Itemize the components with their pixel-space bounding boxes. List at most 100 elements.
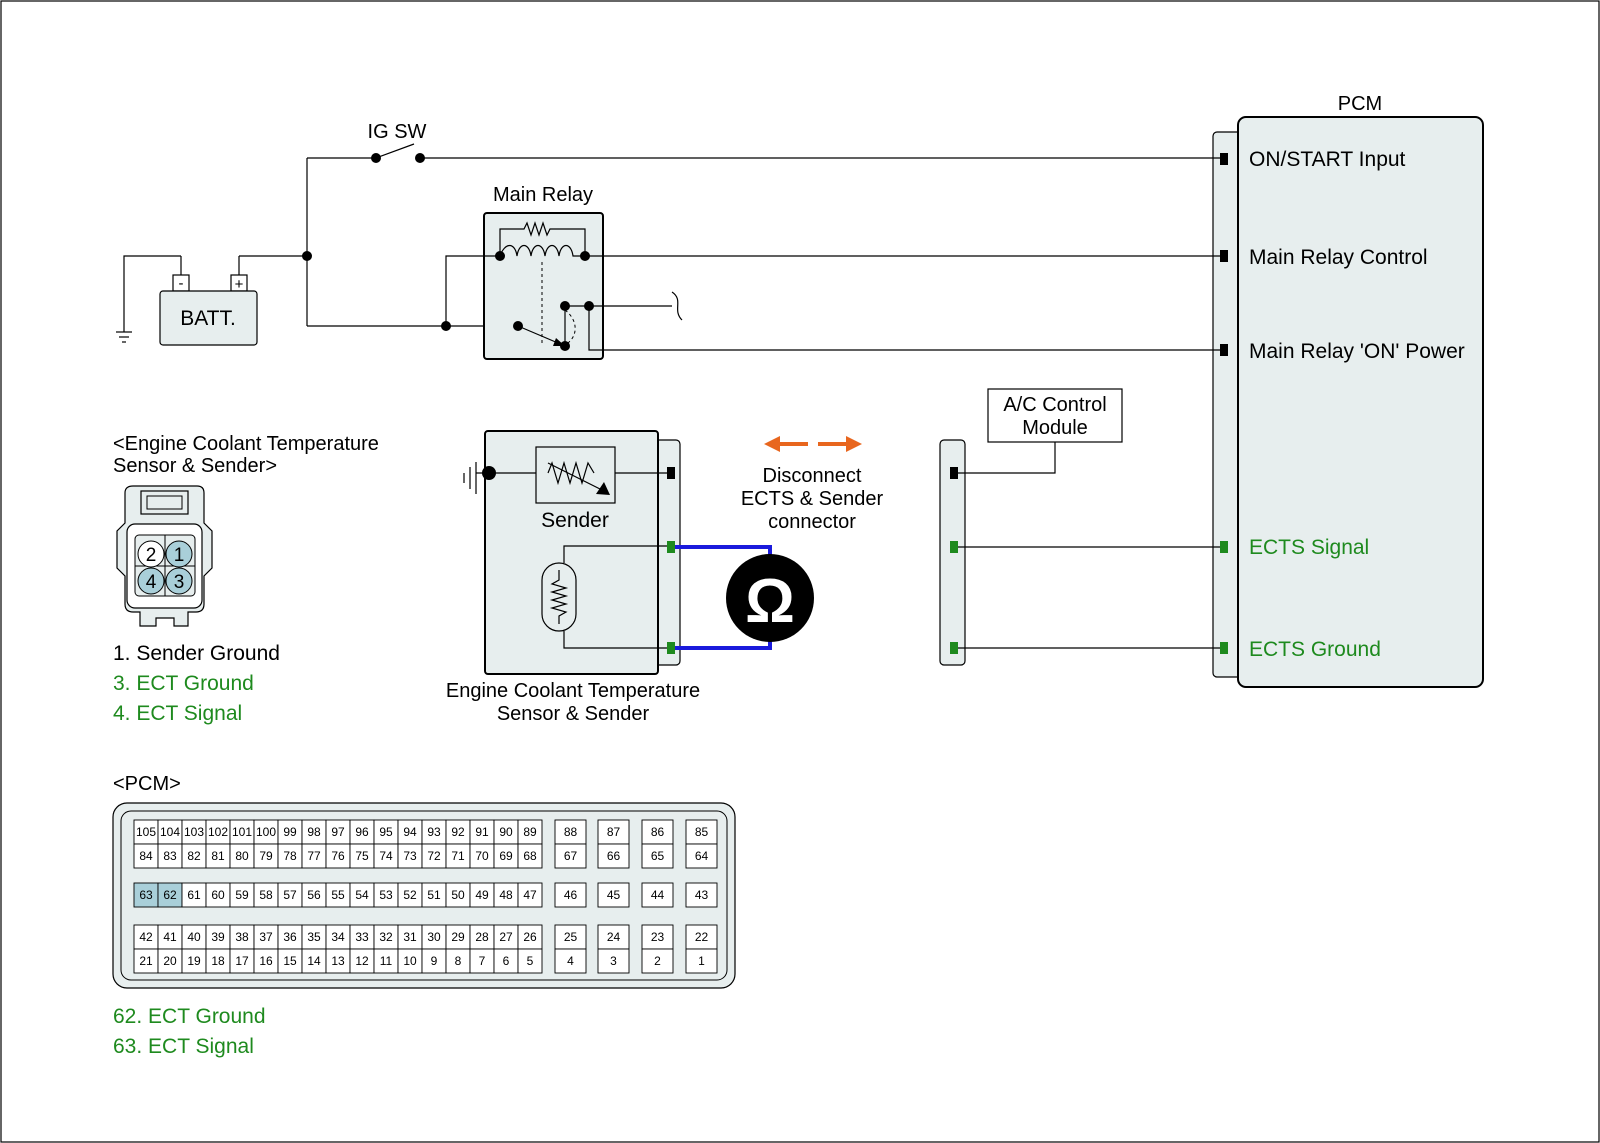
pcm-pin-cell — [493, 924, 519, 950]
pcm-pin-number: 28 — [475, 930, 489, 944]
pcm-pin-number: 60 — [211, 888, 225, 902]
pcm-pin-number: 64 — [695, 849, 709, 863]
pcm-pin-number: 86 — [651, 825, 665, 839]
pcm-pin-cell — [641, 924, 674, 950]
pcm-pin-cell — [597, 882, 630, 908]
pcm-pin-number: 9 — [431, 954, 438, 968]
ects-connector-view: <Engine Coolant Temperature Sensor & Sen… — [113, 433, 379, 725]
pcm-pin-number: 23 — [651, 930, 665, 944]
pcm-pin-cell — [493, 843, 519, 869]
pcm-pin-cell — [554, 819, 587, 845]
pcm-pin-number: 27 — [499, 930, 513, 944]
pcm-pin-number: 30 — [427, 930, 441, 944]
pcm-pin-cell — [229, 819, 255, 845]
pcm-pin-cell — [205, 843, 231, 869]
pcm-pin-cell — [253, 843, 279, 869]
pcm-pin-number: 38 — [235, 930, 249, 944]
pcm-label-main-relay-control: Main Relay Control — [1249, 246, 1428, 269]
pcm-pin-number: 62 — [163, 888, 177, 902]
pcm-pin-number: 49 — [475, 888, 489, 902]
pcm-pin-cell — [554, 843, 587, 869]
pcm-pin-cell — [229, 843, 255, 869]
battery — [159, 290, 258, 346]
ects-pin-signal — [667, 541, 675, 553]
pcm-pin-cell — [229, 882, 255, 908]
pcm-pin-number: 84 — [139, 849, 153, 863]
pcm-pin-number: 85 — [695, 825, 709, 839]
relay-coil-resistor — [499, 221, 586, 256]
pcm-pin-number: 50 — [451, 888, 465, 902]
pcm-pin-number: 103 — [184, 825, 204, 839]
pcm-pin-number: 52 — [403, 888, 417, 902]
pcm-pin-number: 25 — [564, 930, 578, 944]
pcm-pin-cell — [157, 882, 183, 908]
pcm-pin-main-relay-on-power — [1220, 344, 1228, 356]
pcm-pin-cell — [685, 882, 718, 908]
pcm-pin-number: 94 — [403, 825, 417, 839]
pcm-pin-cell — [554, 882, 587, 908]
pcm-pin-main-relay-control — [1220, 250, 1228, 262]
ac-module-label-line2: Module — [1022, 417, 1088, 439]
pcm-label-main-relay-on-power: Main Relay 'ON' Power — [1249, 340, 1465, 363]
pcm-pin-number: 74 — [379, 849, 393, 863]
pcm-pin-cell — [397, 882, 423, 908]
pcm-pin-on-start — [1220, 153, 1228, 165]
pcm-pin-cell — [349, 843, 375, 869]
pcm-module: PCM ON/START Input Main Relay Control Ma… — [1212, 93, 1484, 688]
pcm-pin-cell — [517, 843, 543, 869]
pcm-pin-cell — [277, 882, 303, 908]
pcm-pin-cell — [554, 924, 587, 950]
pcm-pin-number: 17 — [235, 954, 249, 968]
pcm-pin-number: 66 — [607, 849, 621, 863]
pcm-pin-cell — [301, 948, 327, 974]
pcm-pin-number: 45 — [607, 888, 621, 902]
power-circuit: - + BATT. IG SW Main Relay — [116, 121, 1220, 360]
pcm-pin-number: 71 — [451, 849, 465, 863]
pcm-pin-number: 39 — [211, 930, 225, 944]
pcm-legend-item: 62. ECT Ground — [113, 1005, 266, 1028]
pcm-pin-cell — [493, 948, 519, 974]
pcm-pin-number: 100 — [256, 825, 276, 839]
pcm-pin-number: 29 — [451, 930, 465, 944]
pcm-pin-number: 55 — [331, 888, 345, 902]
pcm-pin-ects-signal — [1220, 541, 1228, 553]
pcm-pin-cell — [301, 882, 327, 908]
ects-pin-ground — [667, 642, 675, 654]
pcm-pin-cell — [133, 948, 159, 974]
pcm-pin-number: 20 — [163, 954, 177, 968]
pcm-pin-number: 43 — [695, 888, 709, 902]
pcm-pin-number: 99 — [283, 825, 297, 839]
pcm-pin-number: 44 — [651, 888, 665, 902]
pcm-pin-number: 63 — [139, 888, 153, 902]
pcm-pin-number: 59 — [235, 888, 249, 902]
pcm-pin-number: 48 — [499, 888, 513, 902]
pcm-pin-cell — [301, 924, 327, 950]
pcm-pin-number: 18 — [211, 954, 225, 968]
pcm-pin-cell — [181, 882, 207, 908]
sender-label: Sender — [541, 509, 609, 532]
pcm-pin-cell — [685, 924, 718, 950]
pcm-pin-cell — [325, 948, 351, 974]
pcm-label-on-start: ON/START Input — [1249, 148, 1406, 171]
pcm-pin-number: 12 — [355, 954, 369, 968]
ac-control-module — [987, 388, 1123, 443]
pcm-pin-number: 33 — [355, 930, 369, 944]
pcm-pin-number: 34 — [331, 930, 345, 944]
pcm-pin-cell — [373, 924, 399, 950]
pcm-pin-cell — [181, 819, 207, 845]
battery-positive-label: + — [235, 276, 244, 293]
ig-switch-blade — [375, 143, 415, 159]
pcm-pin-cell — [421, 948, 447, 974]
pcm-pin-cell — [685, 819, 718, 845]
pcm-pin-cell — [157, 819, 183, 845]
pcm-pin-cell — [397, 948, 423, 974]
pcm-pin-cell — [445, 882, 471, 908]
pcm-pin-number: 105 — [136, 825, 156, 839]
pcm-pin-number: 67 — [564, 849, 578, 863]
pcm-pin-cell — [205, 948, 231, 974]
pcm-pin-number: 72 — [427, 849, 441, 863]
pcm-pin-cell — [349, 819, 375, 845]
